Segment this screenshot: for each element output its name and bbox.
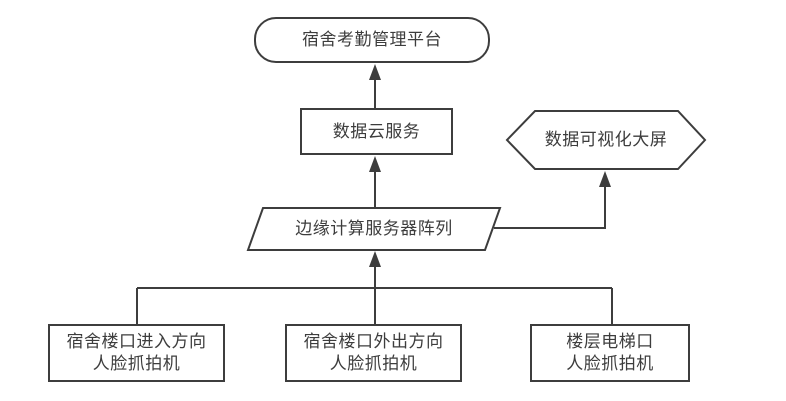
arrowhead-to-cloud bbox=[369, 156, 381, 172]
node-camera-elevator-shape bbox=[530, 324, 690, 382]
arrowhead-to-servers bbox=[369, 251, 381, 267]
arrowhead-to-platform bbox=[369, 64, 381, 80]
arrowhead-group bbox=[369, 64, 611, 267]
node-camera-entry-shape bbox=[48, 324, 225, 382]
arrowhead-to-screen bbox=[599, 171, 611, 187]
connector-group bbox=[136, 79, 613, 324]
node-shape-group bbox=[48, 17, 707, 382]
node-cloud-service-shape bbox=[300, 108, 453, 155]
node-camera-exit-shape bbox=[285, 324, 462, 382]
node-edge-servers-shape bbox=[246, 207, 502, 251]
node-visual-screen-shape bbox=[505, 110, 707, 170]
node-platform-shape bbox=[254, 17, 490, 63]
edge-servers-to-screen-line bbox=[494, 186, 606, 229]
